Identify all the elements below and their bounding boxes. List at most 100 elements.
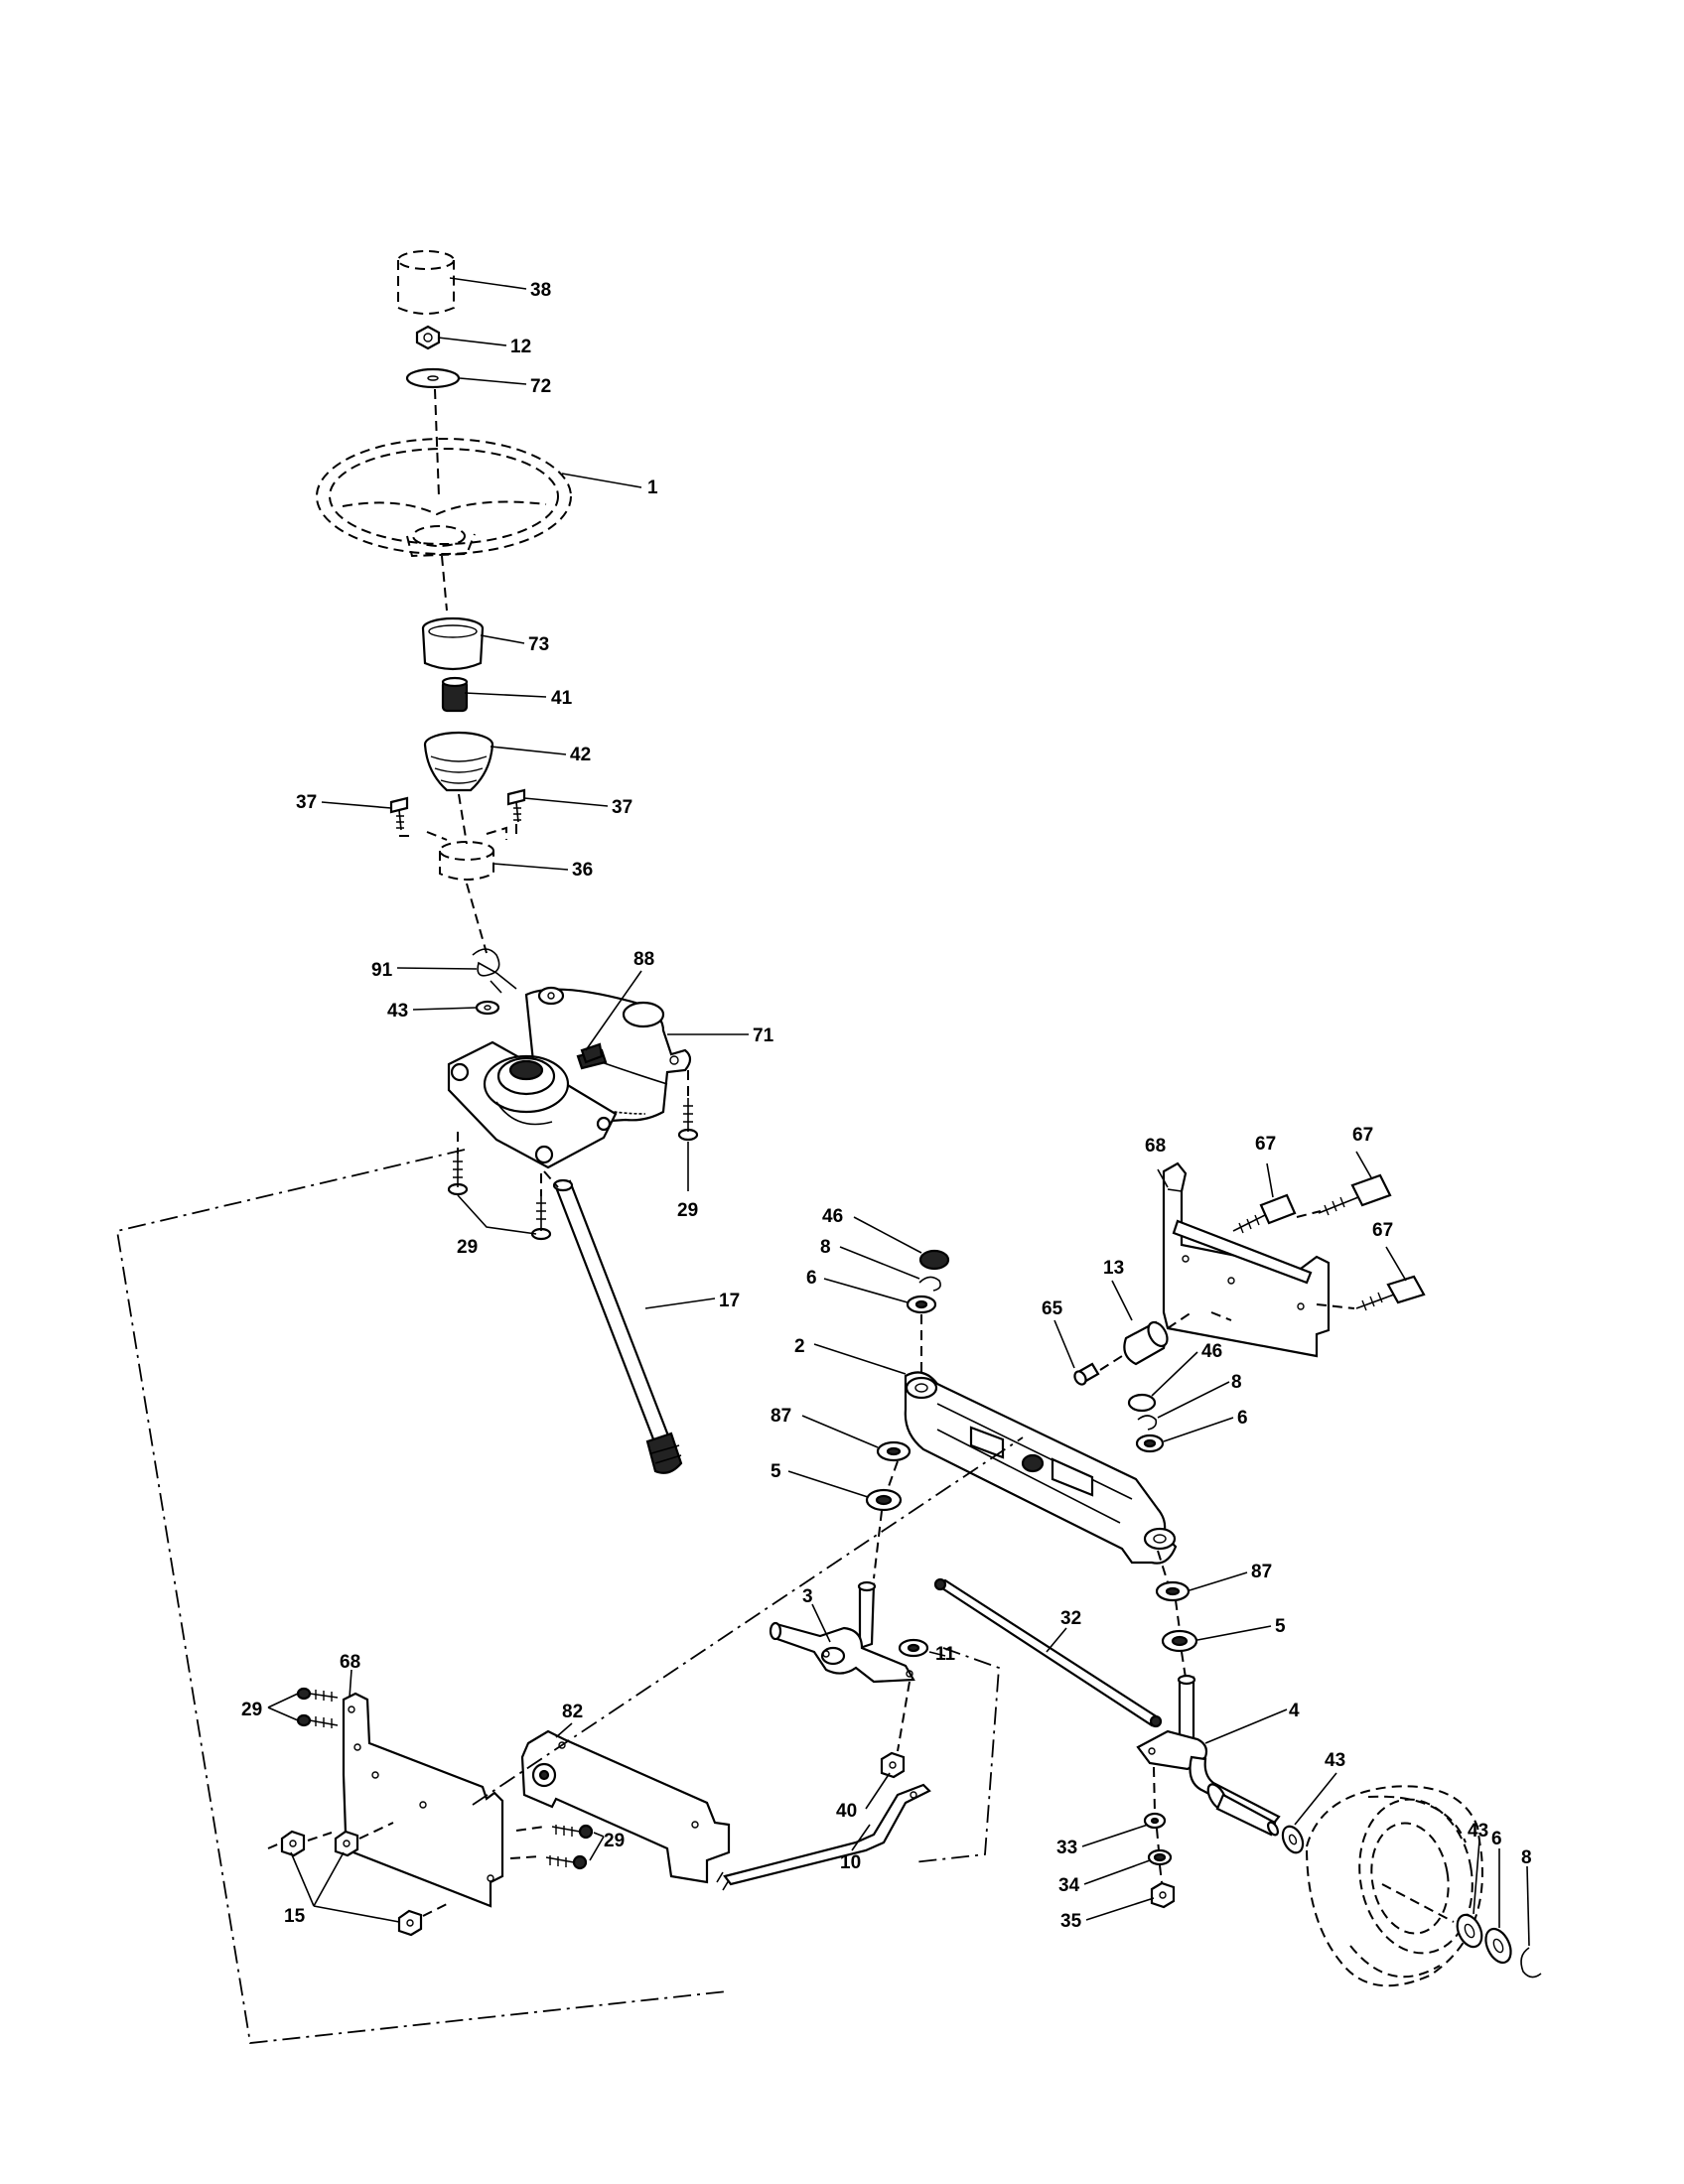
label-8-left: 8 xyxy=(820,1237,831,1258)
label-13: 13 xyxy=(1103,1258,1124,1279)
label-4: 4 xyxy=(1289,1701,1300,1721)
label-29-lower-right: 29 xyxy=(604,1831,625,1851)
label-29-left: 29 xyxy=(457,1237,478,1258)
nut-12-part xyxy=(415,325,441,350)
label-41: 41 xyxy=(551,688,573,709)
label-34: 34 xyxy=(1058,1875,1080,1896)
bolt-29-lower-left-bottom-part xyxy=(296,1713,339,1728)
cap-46-left-part xyxy=(918,1249,950,1271)
bolt-67-top-left-part xyxy=(1232,1193,1297,1234)
boot-42-part xyxy=(423,731,494,792)
clip-8-left-part xyxy=(918,1276,941,1292)
nut-35-part xyxy=(1150,1881,1176,1909)
label-91: 91 xyxy=(371,960,393,981)
washer-5-right-part xyxy=(1161,1629,1198,1653)
label-37-right: 37 xyxy=(612,797,632,818)
bolt-37-right-part xyxy=(506,788,526,823)
label-88: 88 xyxy=(633,949,654,970)
label-1: 1 xyxy=(647,478,658,498)
steering-shaft-17-part xyxy=(552,1178,683,1474)
bushing-13-part xyxy=(1123,1320,1169,1366)
steering-knob-cap-part xyxy=(397,250,455,315)
washer-5-left-part xyxy=(865,1488,903,1512)
bolt-29-middle-part xyxy=(530,1196,552,1241)
spindle-3-left-part xyxy=(769,1580,915,1684)
front-wheel-part xyxy=(1305,1785,1483,1987)
label-42: 42 xyxy=(570,745,591,765)
label-82: 82 xyxy=(562,1702,583,1722)
washer-87-left-part xyxy=(876,1440,912,1462)
label-43-wheel: 43 xyxy=(1468,1821,1488,1842)
bolt-67-lower-part xyxy=(1355,1275,1426,1311)
label-33: 33 xyxy=(1056,1838,1077,1858)
frame-bracket-68-right-part xyxy=(1162,1161,1331,1358)
label-15: 15 xyxy=(284,1906,306,1927)
washer-34-part xyxy=(1147,1848,1173,1866)
front-axle-2-part xyxy=(904,1371,1178,1565)
label-32: 32 xyxy=(1060,1608,1081,1629)
label-3: 3 xyxy=(802,1586,813,1607)
spindle-4-right-part xyxy=(1136,1674,1281,1837)
nut-15-right-part xyxy=(397,1909,423,1937)
leader-lines xyxy=(267,277,1530,1947)
label-8-wheel: 8 xyxy=(1521,1847,1532,1868)
label-87-right: 87 xyxy=(1251,1562,1272,1582)
label-67-top-right: 67 xyxy=(1352,1125,1373,1146)
pin-65-part xyxy=(1073,1362,1100,1386)
label-65: 65 xyxy=(1042,1298,1063,1319)
bolt-29-lower-right-bottom-part xyxy=(545,1854,588,1870)
label-29-right: 29 xyxy=(677,1200,698,1221)
label-40: 40 xyxy=(836,1801,857,1822)
label-71: 71 xyxy=(753,1025,774,1046)
label-29-lower-left: 29 xyxy=(241,1700,262,1720)
bolt-29-lower-left-top-part xyxy=(296,1687,339,1702)
adapter-41-part xyxy=(441,676,469,713)
label-37-left: 37 xyxy=(296,792,317,813)
nut-40-part xyxy=(880,1751,906,1779)
label-87-left: 87 xyxy=(771,1406,791,1427)
bracket-82-part xyxy=(520,1729,731,1884)
washer-11-part xyxy=(898,1638,929,1658)
label-68-right: 68 xyxy=(1145,1136,1166,1157)
label-12: 12 xyxy=(510,337,531,357)
clip-8-right-part xyxy=(1137,1415,1158,1431)
label-67-top-left: 67 xyxy=(1255,1134,1276,1155)
label-2: 2 xyxy=(794,1336,805,1357)
label-6-right: 6 xyxy=(1237,1408,1248,1429)
label-11: 11 xyxy=(935,1644,956,1665)
label-8-right: 8 xyxy=(1231,1372,1242,1393)
label-43-top: 43 xyxy=(387,1001,408,1022)
label-46-left: 46 xyxy=(822,1206,843,1227)
washer-43-top-part xyxy=(475,1000,500,1016)
label-72: 72 xyxy=(530,376,551,397)
label-46-right: 46 xyxy=(1201,1341,1222,1362)
washer-87-right-part xyxy=(1155,1580,1191,1602)
nut-15-middle-part xyxy=(334,1830,359,1857)
label-6-wheel: 6 xyxy=(1491,1829,1502,1849)
washer-33-part xyxy=(1143,1812,1167,1830)
tie-rod-32-part xyxy=(933,1577,1163,1728)
drag-link-10-part xyxy=(716,1783,931,1891)
bolt-37-left-part xyxy=(389,796,409,831)
bellows-73-part xyxy=(421,616,485,671)
washer-72-part xyxy=(405,367,461,389)
washer-6-right-part xyxy=(1135,1433,1165,1453)
cap-46-right-part xyxy=(1127,1393,1157,1413)
label-43-spindle: 43 xyxy=(1325,1750,1345,1771)
label-17: 17 xyxy=(719,1291,740,1311)
label-5-right: 5 xyxy=(1275,1616,1286,1637)
label-6-left: 6 xyxy=(806,1268,817,1289)
washer-6-wheel-part xyxy=(1484,1927,1512,1965)
washer-43-spindle-part xyxy=(1281,1825,1305,1854)
washer-43-wheel-part xyxy=(1456,1913,1483,1949)
hairpin-clip-91-part xyxy=(472,948,517,994)
bolt-29-right-part xyxy=(677,1098,699,1142)
steering-gear-box-part xyxy=(447,986,692,1169)
label-73: 73 xyxy=(528,634,549,655)
washer-6-left-part xyxy=(906,1295,937,1314)
nut-15-left-part xyxy=(280,1830,306,1857)
bolt-67-top-right-part xyxy=(1318,1173,1392,1216)
label-10: 10 xyxy=(840,1852,861,1873)
coupler-36-part xyxy=(439,841,494,881)
